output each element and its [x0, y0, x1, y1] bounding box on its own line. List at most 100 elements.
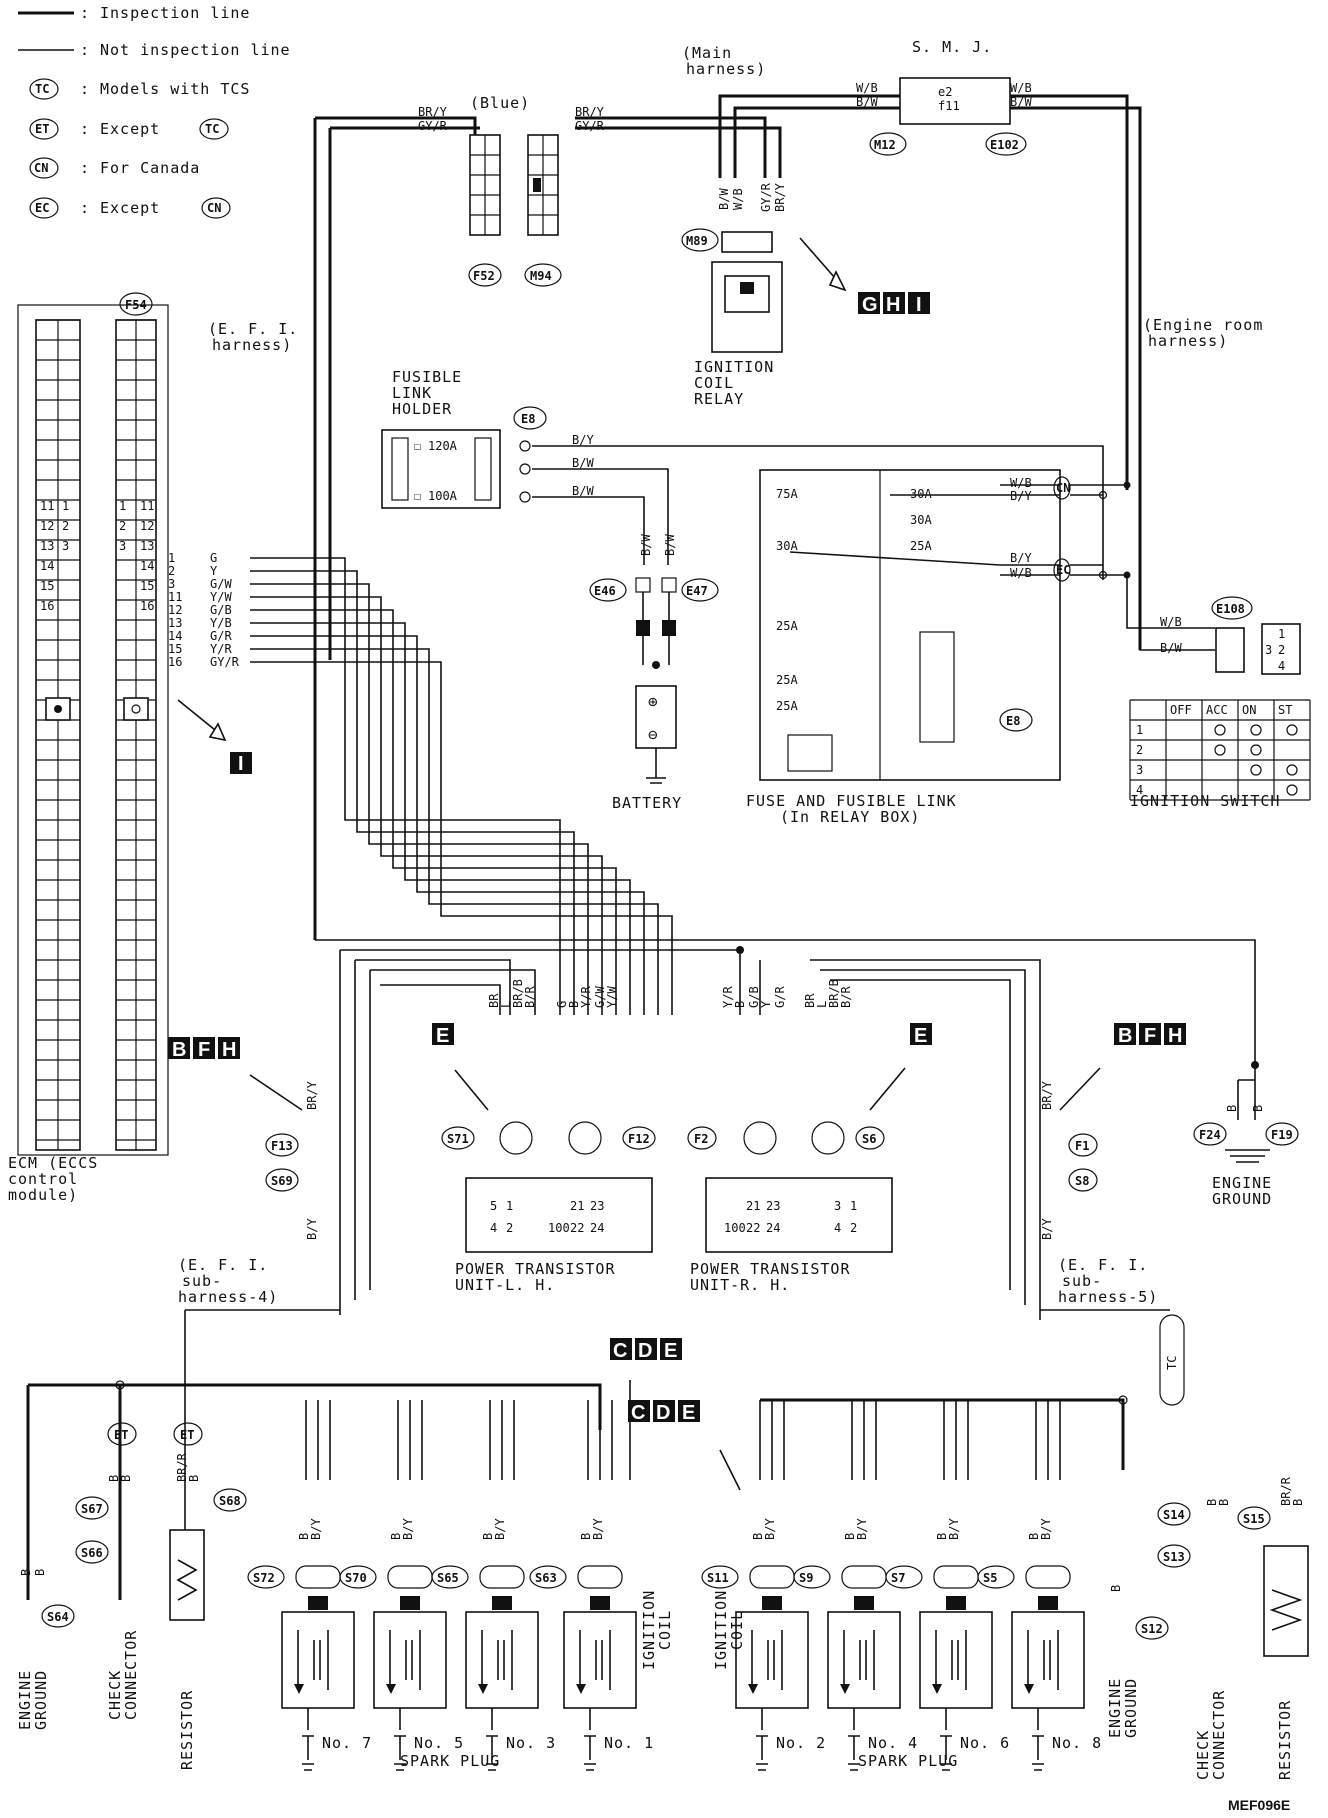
res-right-wire-brr: BR/R [1279, 1476, 1293, 1506]
svg-text::: : [80, 199, 90, 217]
pt-rh-cell-22: 22 [746, 1221, 760, 1235]
engine-room-harness-1: (Engine room [1143, 316, 1263, 334]
efi-harness-1: (E. F. I. [208, 320, 298, 338]
ref-e-1: E [664, 1340, 677, 1362]
conn-s69: S69 [271, 1174, 293, 1188]
svg-text:⊕: ⊕ [648, 692, 659, 711]
efi-sub5-3: harness-5) [1058, 1288, 1158, 1306]
ecm-pin-wire [250, 609, 617, 1015]
coil-conn: S9 [799, 1571, 813, 1585]
res-right-wire-b: B [1291, 1499, 1305, 1506]
cc-right-label-1: CHECK [1194, 1730, 1212, 1780]
ecm-cell-1: 1 [62, 499, 69, 513]
eg-right-label-2: GROUND [1122, 1678, 1140, 1738]
wire-bry-top-l: BR/Y [418, 105, 448, 119]
spark-plug-number: No. 8 [1052, 1734, 1102, 1752]
f52-m94-connectors: F52 M94 [468, 134, 562, 287]
pt-rh-wire-y: Y [759, 1000, 773, 1008]
coil-wire-b: B [935, 1533, 949, 1540]
ref-d-2: D [656, 1402, 670, 1424]
fb-wire-wb-1: W/B [1010, 476, 1032, 490]
conn-f52: F52 [473, 269, 495, 283]
ref-b-left: B [172, 1039, 186, 1061]
conn-m94: M94 [530, 269, 552, 283]
ecm2-cell-2: 2 [119, 519, 126, 533]
coil-wire-by: B/Y [1039, 1518, 1053, 1540]
efi-sub4-3: harness-4) [178, 1288, 278, 1306]
pt-bundle-wires [315, 939, 1256, 1320]
smj-block: (Main harness) S. M. J. e2 f11 M12 E102 … [682, 38, 1032, 156]
efi-sub5-2: sub- [1062, 1272, 1102, 1290]
conn-e47: E47 [686, 584, 708, 598]
ecm-pin-color: G/W [210, 577, 232, 591]
pt-lh-cell-22: 22 [570, 1221, 584, 1235]
ecm2-cell-15: 15 [140, 579, 154, 593]
pt-rh-cell-4: 4 [834, 1221, 841, 1235]
coil-conn: S65 [437, 1571, 459, 1585]
conn-f1: F1 [1075, 1139, 1089, 1153]
pt-rh-wire-yr: Y/R [721, 986, 735, 1008]
coil-wire-b: B [751, 1533, 765, 1540]
conn-s8: S8 [1075, 1174, 1089, 1188]
switch-table-row: 3 [1136, 763, 1143, 777]
eg-right-wire-b: B [1109, 1585, 1123, 1592]
fuse-25a-l2: 25A [776, 673, 798, 687]
efi-sub4-1: (E. F. I. [178, 1256, 268, 1274]
coil-wire-by: B/Y [401, 1518, 415, 1540]
ecm-pin-color: Y/R [210, 642, 232, 656]
battery: B/W B/W E46 E47 ⊕ ⊖ BATTERY [589, 534, 719, 812]
ref-e-2: E [682, 1402, 695, 1424]
pt-rh-wire-gr: G/R [773, 986, 787, 1008]
relay-label-1: IGNITION [694, 358, 774, 376]
cc-wire-b2: B [119, 1475, 133, 1482]
batt-wire-bw-2: B/W [663, 534, 677, 556]
ecm-label-1: ECM (ECCS [8, 1154, 98, 1172]
eg-top-label-2: GROUND [1212, 1190, 1272, 1208]
smj-title: S. M. J. [912, 38, 992, 56]
ecm-grid-lines [36, 319, 156, 1150]
conn-e8-box: E8 [1006, 714, 1020, 728]
relay-label-3: RELAY [694, 390, 744, 408]
ecm-pin-wire [250, 622, 631, 1015]
main-harness-label-1: (Main [682, 44, 732, 62]
ecm-pin-color: Y/W [210, 590, 232, 604]
ref-h: H [886, 294, 900, 316]
pt-lh-cell-1: 1 [506, 1199, 513, 1213]
s8-wire-by: B/Y [1040, 1218, 1054, 1240]
fusible-label-2: LINK [392, 384, 432, 402]
pt-lh-wire-yr: Y/R [579, 986, 593, 1008]
efi-sub5-1: (E. F. I. [1058, 1256, 1148, 1274]
pt-rh-cell-23: 23 [766, 1199, 780, 1213]
relay-label-2: COIL [694, 374, 734, 392]
conn-f13: F13 [271, 1139, 293, 1153]
ecm-pin-number: 3 [168, 577, 175, 591]
ref-f-left: F [198, 1039, 210, 1061]
eg-right-label-1: ENGINE [1106, 1678, 1124, 1738]
smj-wire-bw-left: B/W [856, 95, 878, 109]
efi-harness-2: harness) [212, 336, 292, 354]
fuse-100a: 100A [428, 489, 458, 503]
coil-conn: S11 [707, 1571, 729, 1585]
pt-rh-cell-24: 24 [766, 1221, 780, 1235]
legend-tc-text: Models with TCS [100, 80, 250, 98]
spark-plug-number: No. 3 [506, 1734, 556, 1752]
isw-wire-bw: B/W [1160, 641, 1182, 655]
engine-ground-top: B B F24 F19 ENGINE GROUND [1193, 1061, 1299, 1208]
pt-rh-wire-brb: BR/B [827, 979, 841, 1008]
pt-lh-cell-4: 4 [490, 1221, 497, 1235]
coil-conn: S63 [535, 1571, 557, 1585]
conn-s71: S71 [447, 1132, 469, 1146]
ecm2-cell-13: 13 [140, 539, 154, 553]
battery-label: BATTERY [612, 794, 682, 812]
spark-plug-number: No. 1 [604, 1734, 654, 1752]
pt-lh-wire-br: BR [487, 993, 501, 1008]
pt-lh-wire-g: G [555, 1001, 569, 1008]
ecm2-cell-12: 12 [140, 519, 154, 533]
cc-right-label-2: CONNECTOR [1210, 1690, 1228, 1780]
ecm-cell-2: 2 [62, 519, 69, 533]
ecm2-cell-11: 11 [140, 499, 154, 513]
